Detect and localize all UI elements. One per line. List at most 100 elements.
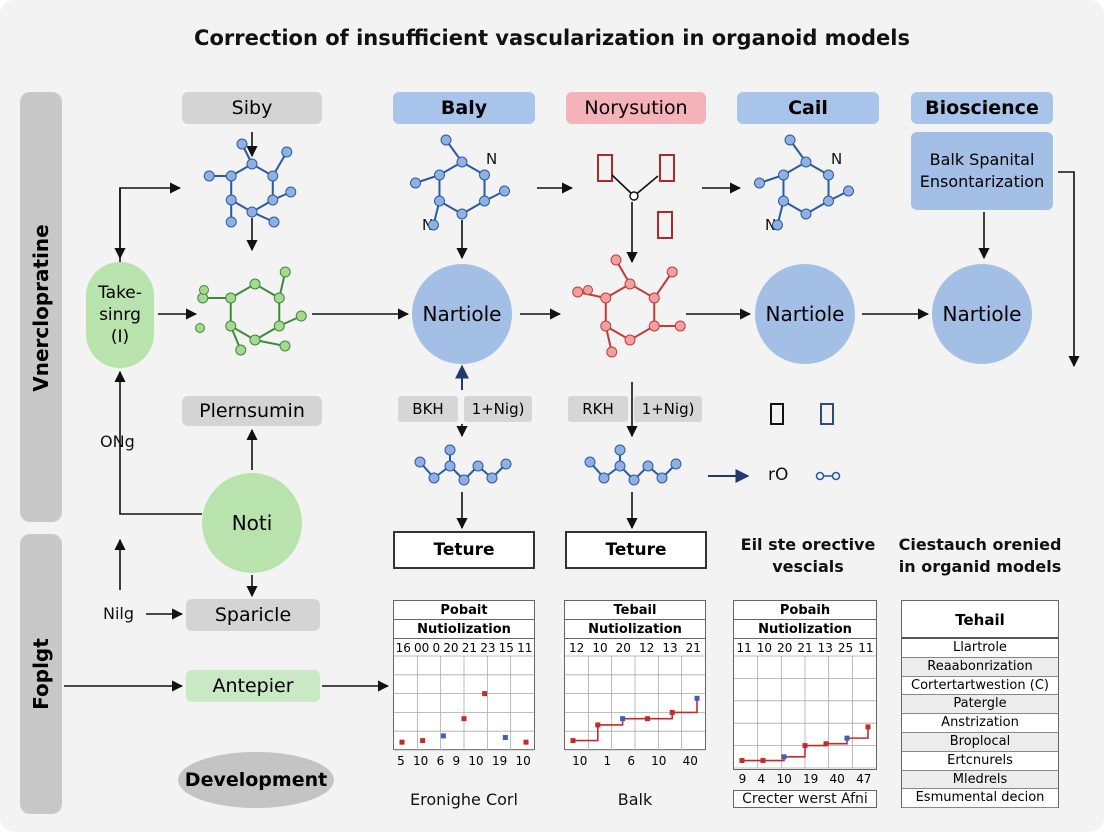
data-point [694,695,700,701]
molecule-atom [614,460,626,472]
tick-label: 6 [627,754,635,768]
data-point [823,741,829,747]
molecule-atom [456,208,468,220]
list-table-head: Tehail [902,601,1058,639]
molecule-atom [273,292,285,304]
list-table-row: Patergle [902,695,1058,715]
chart-2-title: Tebail [565,601,705,620]
molecule-atom [472,460,484,472]
vessels-caption: Eil ste orective vescials [740,535,876,576]
chart-plot [565,655,705,751]
molecule-atom [268,216,280,228]
chart-3-caption: Crecter werst Afni [733,790,877,808]
molecule-atom [583,285,593,295]
molecule-atom [225,194,237,206]
square-icon [820,403,834,425]
take-sinrg-node: Take- sinrg (I) [86,262,154,368]
molecule-atom [771,219,783,231]
molecule-atom [458,474,470,486]
molecule-atom [279,266,291,278]
tick-label: 10 [776,772,792,786]
data-point [644,716,650,722]
tick-label: 12 [639,641,655,655]
tick-label: 20 [615,641,631,655]
molecule-bond [633,175,659,197]
square-icon [657,211,673,239]
data-point [844,735,850,741]
molecule-atom [800,208,812,220]
tick-label: 40 [682,754,698,768]
molecule-atom [624,334,636,346]
molecule-atom [433,169,445,181]
molecule-atom [409,177,421,189]
molecule-atom [433,195,445,207]
ong-label: ONg [100,432,135,451]
molecule-chain-1 [414,444,512,486]
tick-label: 10 [756,641,773,655]
molecule-atom [823,169,835,181]
tick-label: 00 [414,641,430,655]
development-node: Development [178,752,334,808]
texture-box-2: Teture [565,531,707,569]
atom-label-n: N [831,150,843,168]
molecule-green [197,266,307,356]
molecule-atom [414,456,426,468]
sidebar-bottom [20,534,62,814]
tick-label: 19 [802,772,819,786]
list-table-row: Ertcnurels [902,751,1058,771]
plernsumin-box: Plernsumin [182,396,322,426]
header-cail: Cail [737,92,879,124]
chart-1-title: Pobait [394,601,534,620]
tick-label: 15 [498,641,514,655]
list-table-row: Llartrole [902,639,1058,658]
molecule-atom [444,444,456,456]
molecule-siby [203,138,297,228]
tick-label: 10 [651,754,667,768]
data-point [570,738,576,744]
molecule-atom [648,320,660,332]
tick-label: 21 [797,641,813,655]
nartiole-node-1: Nartiole [412,264,512,364]
tick-label: 11 [736,641,752,655]
data-point [781,754,787,760]
molecule-atom [610,254,622,266]
list-table-row: Esmumental decion [902,789,1058,809]
atom-label-n: N [486,150,498,168]
molecule-atom [666,266,678,278]
antepier-box: Antepier [186,670,320,702]
molecule-atom [823,195,835,207]
data-point [482,691,488,697]
tick-label: 19 [491,754,508,768]
molecule-atom [777,169,789,181]
data-point [595,722,601,728]
list-table-row: Mledrels [902,770,1058,790]
data-point [865,724,871,730]
molecule-atom [753,177,765,189]
tick-label: 23 [480,641,496,655]
molecule-atom [800,156,812,168]
data-point [760,758,766,764]
molecule-atom [246,158,258,170]
data-point [739,758,745,764]
molecule-atom [195,323,205,333]
molecule-atom [479,195,491,207]
tick-label: 11 [858,641,874,655]
header-siby: Siby [182,92,322,124]
header-baly: Baly [393,92,535,124]
series-line [742,726,869,762]
molecule-atom [440,134,452,146]
data-point [440,733,446,739]
molecule-atom [648,292,660,304]
chart-plot [734,655,876,769]
texture-box-1: Teture [393,531,535,569]
molecule-bond [611,174,635,197]
tick-label: 10 [468,754,484,768]
molecule-atom [629,191,639,201]
molecule-atom [656,472,668,484]
molecule-atom [199,285,209,295]
molecule-atom [246,206,258,218]
